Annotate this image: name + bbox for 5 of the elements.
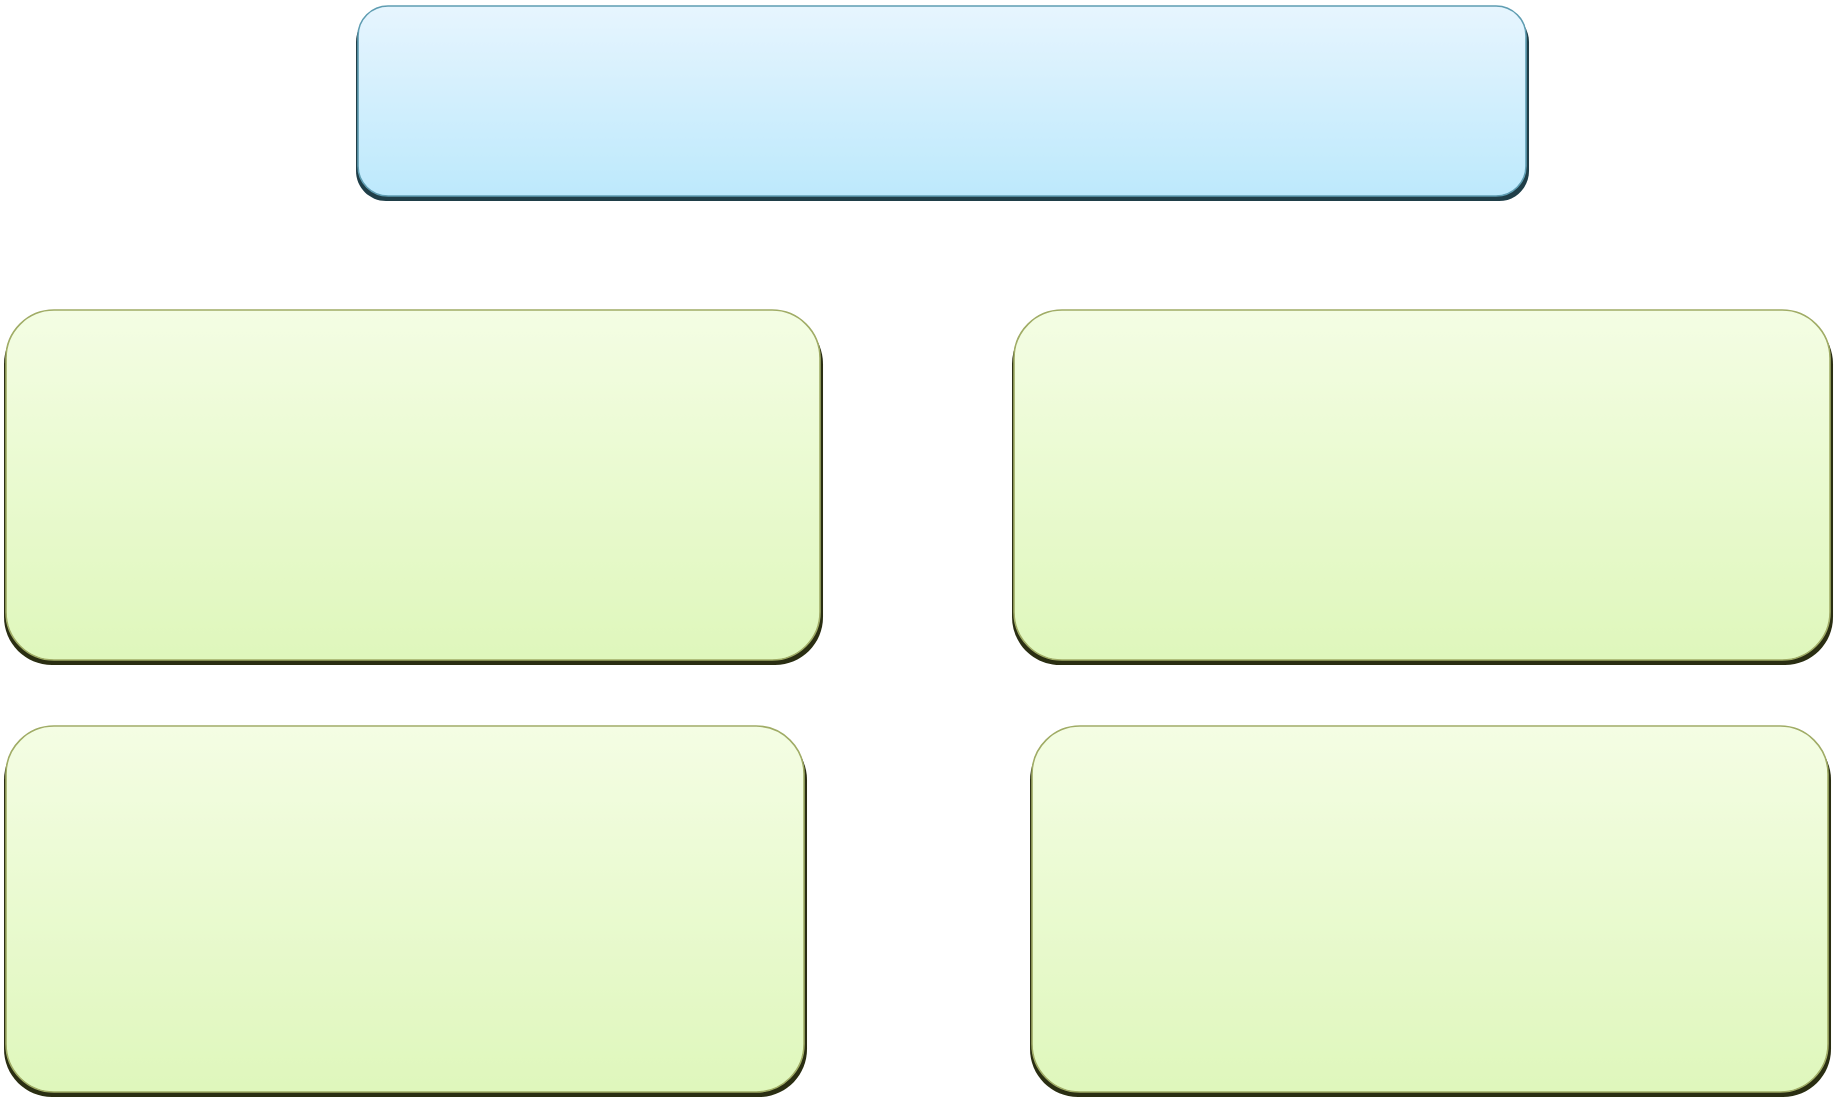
rounded-box	[1030, 725, 1831, 1097]
rounded-box	[4, 309, 823, 665]
rounded-box	[1012, 309, 1833, 665]
rounded-box	[356, 5, 1529, 201]
rounded-box	[4, 725, 807, 1097]
